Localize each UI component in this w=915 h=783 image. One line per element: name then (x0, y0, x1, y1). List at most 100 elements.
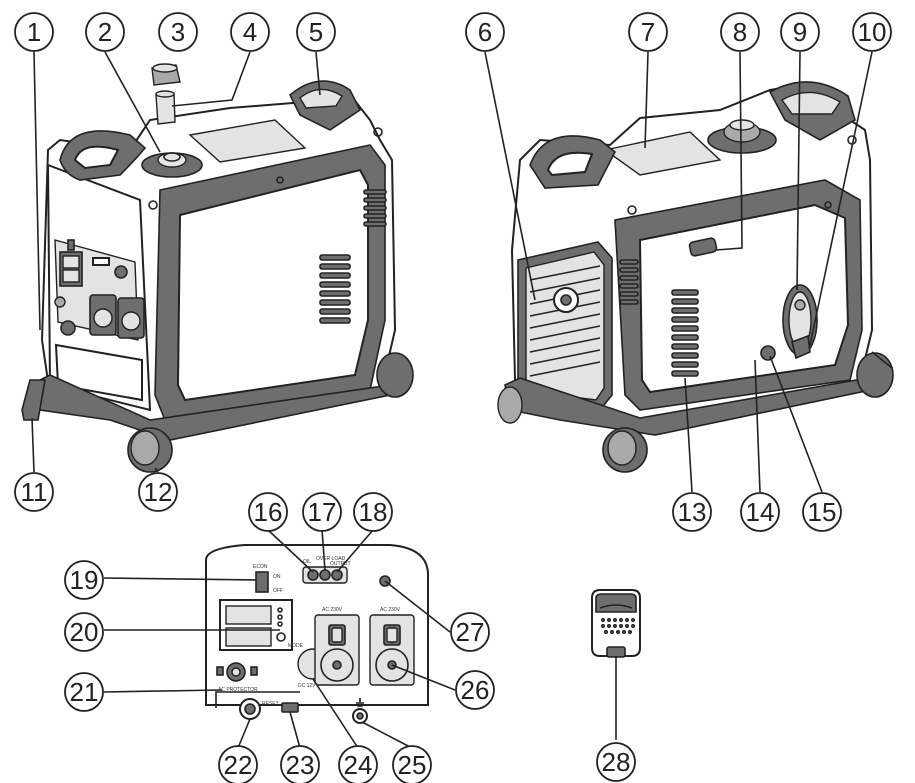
callout-3: 3 (158, 12, 198, 52)
callout-number: 11 (21, 477, 48, 507)
callout-circle (138, 472, 178, 512)
callout-number: 1 (27, 17, 41, 47)
label-ac-protector: AC PROTECTOR (218, 687, 258, 693)
rear-side-vents (619, 259, 699, 377)
callout-1: 1 (14, 12, 54, 52)
callout-number: 15 (808, 497, 837, 527)
callout-number: 19 (70, 565, 99, 595)
usb-port (281, 702, 299, 713)
callout-number: 13 (678, 497, 707, 527)
label-oil: OIL (303, 559, 311, 565)
label-off: OFF (273, 588, 283, 594)
callout-number: 16 (254, 497, 283, 527)
callout-18: 18 (353, 492, 393, 532)
callout-number: 6 (478, 17, 492, 47)
callout-15: 15 (802, 492, 842, 532)
callout-10: 10 (852, 12, 892, 52)
callout-9: 9 (780, 12, 820, 52)
callout-number: 9 (793, 17, 807, 47)
label-on: ON (273, 574, 281, 580)
callout-number: 10 (858, 17, 887, 47)
callout-11: 11 (14, 472, 54, 512)
label-over-load: OVER LOAD (316, 556, 346, 562)
callout-21: 21 (64, 672, 104, 712)
callout-circle (720, 12, 760, 52)
callout-circle (296, 12, 336, 52)
callout-4: 4 (230, 12, 270, 52)
callout-circle (338, 745, 378, 783)
callout-circle (780, 12, 820, 52)
label-mode: MODE (288, 643, 304, 649)
callout-12: 12 (138, 472, 178, 512)
callout-number: 25 (398, 750, 427, 780)
callout-circle (672, 492, 712, 532)
callout-7: 7 (628, 12, 668, 52)
callout-circle (740, 492, 780, 532)
callout-number: 4 (243, 17, 257, 47)
callout-number: 3 (171, 17, 185, 47)
control-panel: OIL OVER LOAD OUTPUT ECON ON OFF MODE AC… (205, 544, 429, 724)
callout-number: 22 (224, 750, 253, 780)
callout-circle (302, 492, 342, 532)
callout-circle (230, 12, 270, 52)
callout-2: 2 (85, 12, 125, 52)
callout-14: 14 (740, 492, 780, 532)
remote-holes (600, 617, 635, 634)
callout-circle (85, 12, 125, 52)
callout-circle (596, 742, 636, 782)
indicator-lights (302, 566, 348, 584)
callout-24: 24 (338, 745, 378, 783)
generator-rear-view (497, 81, 894, 473)
callout-27: 27 (450, 612, 490, 652)
callout-17: 17 (302, 492, 342, 532)
label-ac-socket-1: AC 230V (322, 607, 343, 613)
side-vents (319, 189, 387, 324)
callout-circle (802, 492, 842, 532)
callout-number: 27 (456, 617, 485, 647)
callout-number: 20 (70, 617, 99, 647)
callout-circle (465, 12, 505, 52)
label-eco: ECON (253, 564, 268, 570)
callout-number: 28 (602, 747, 631, 777)
callout-number: 24 (344, 750, 373, 780)
callout-circle (64, 672, 104, 712)
callout-5: 5 (296, 12, 336, 52)
callout-circle (852, 12, 892, 52)
callout-circle (158, 12, 198, 52)
remote-fob (591, 589, 641, 658)
callout-16: 16 (248, 492, 288, 532)
label-reset: RESET (262, 701, 279, 707)
label-ac-socket-2: AC 230V (380, 607, 401, 613)
callout-circle (64, 612, 104, 652)
callout-circle (353, 492, 393, 532)
callout-number: 5 (309, 17, 323, 47)
ac-socket-right (369, 614, 415, 686)
callout-number: 26 (461, 675, 490, 705)
callout-circle (218, 745, 258, 783)
callout-number: 14 (746, 497, 775, 527)
callout-circle (280, 745, 320, 783)
callout-number: 7 (641, 17, 655, 47)
callout-number: 8 (733, 17, 747, 47)
callout-number: 2 (98, 17, 112, 47)
callout-20: 20 (64, 612, 104, 652)
eco-switch (255, 571, 269, 593)
callout-circle (64, 560, 104, 600)
callout-circle (450, 612, 490, 652)
generator-front-view (21, 63, 414, 473)
callout-25: 25 (392, 745, 432, 783)
callout-8: 8 (720, 12, 760, 52)
leader-lines (31, 51, 873, 749)
label-output: OUTPUT (330, 561, 351, 567)
callout-28: 28 (596, 742, 636, 782)
ac-socket-left (314, 614, 360, 686)
callout-22: 22 (218, 745, 258, 783)
callout-number: 18 (359, 497, 388, 527)
callout-13: 13 (672, 492, 712, 532)
callout-circle (248, 492, 288, 532)
callout-number: 17 (308, 497, 337, 527)
callout-number: 12 (144, 477, 173, 507)
callout-circle (392, 745, 432, 783)
